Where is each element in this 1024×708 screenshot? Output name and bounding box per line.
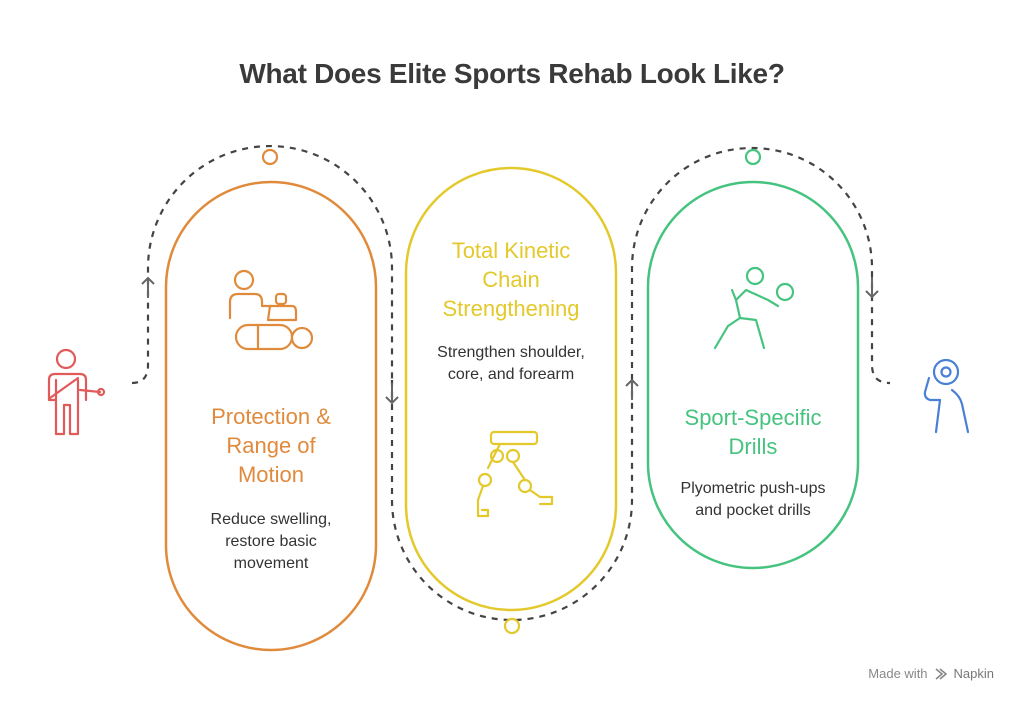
injured-person-icon xyxy=(47,348,106,436)
node-circle-1 xyxy=(261,148,279,166)
stage-description-1: Reduce swelling, restore basic movement xyxy=(176,509,366,575)
stage-description-line: movement xyxy=(233,555,309,572)
napkin-logo-icon xyxy=(935,667,947,680)
stage-title-line: Motion xyxy=(237,462,305,487)
direction-arrows xyxy=(141,276,879,405)
stage-description-3: Plyometric push-ups and pocket drills xyxy=(658,478,848,522)
stage-title-line: Total Kinetic xyxy=(451,238,571,263)
stage-description-line: Plyometric push-ups xyxy=(680,480,826,497)
arrow-up-icon-2 xyxy=(625,378,639,400)
node-circle-3 xyxy=(744,148,762,166)
stage-title-line: Protection & xyxy=(211,404,331,429)
stage-description-line: core, and forearm xyxy=(447,366,575,383)
stage-title-line: Drills xyxy=(728,434,778,459)
stage-pill-2 xyxy=(404,166,618,612)
footer[interactable]: Made with Napkin xyxy=(868,666,994,681)
stage-pill-1 xyxy=(164,180,378,652)
massage-therapy-icon xyxy=(228,269,314,351)
stage-pill-3 xyxy=(646,180,860,570)
napkin-brand-label: Napkin xyxy=(953,666,994,681)
stage-description-line: Strengthen shoulder, xyxy=(437,344,585,361)
stage-description-line: and pocket drills xyxy=(695,502,811,519)
stage-title-line: Range of xyxy=(226,433,316,458)
arrow-down-icon-1 xyxy=(385,383,399,405)
connector-path xyxy=(131,144,891,622)
stage-description-2: Strengthen shoulder, core, and forearm xyxy=(416,342,606,386)
stage-description-line: restore basic xyxy=(225,533,317,550)
stage-title-1: Protection & Range of Motion xyxy=(176,402,366,489)
arrow-down-icon-2 xyxy=(865,277,879,299)
robotic-legs-icon xyxy=(476,430,554,518)
stage-title-line: Strengthening xyxy=(442,296,580,321)
stage-description-line: Reduce swelling, xyxy=(210,511,332,528)
made-with-label: Made with xyxy=(868,666,928,681)
volleyball-player-icon xyxy=(713,266,795,350)
page-title: What Does Elite Sports Rehab Look Like? xyxy=(239,58,785,89)
stage-title-line: Sport-Specific xyxy=(684,405,822,430)
stage-title-line: Chain xyxy=(482,267,540,292)
node-circle-2 xyxy=(503,617,521,635)
arrow-up-icon-1 xyxy=(141,276,155,298)
recovered-athlete-icon xyxy=(923,358,970,434)
